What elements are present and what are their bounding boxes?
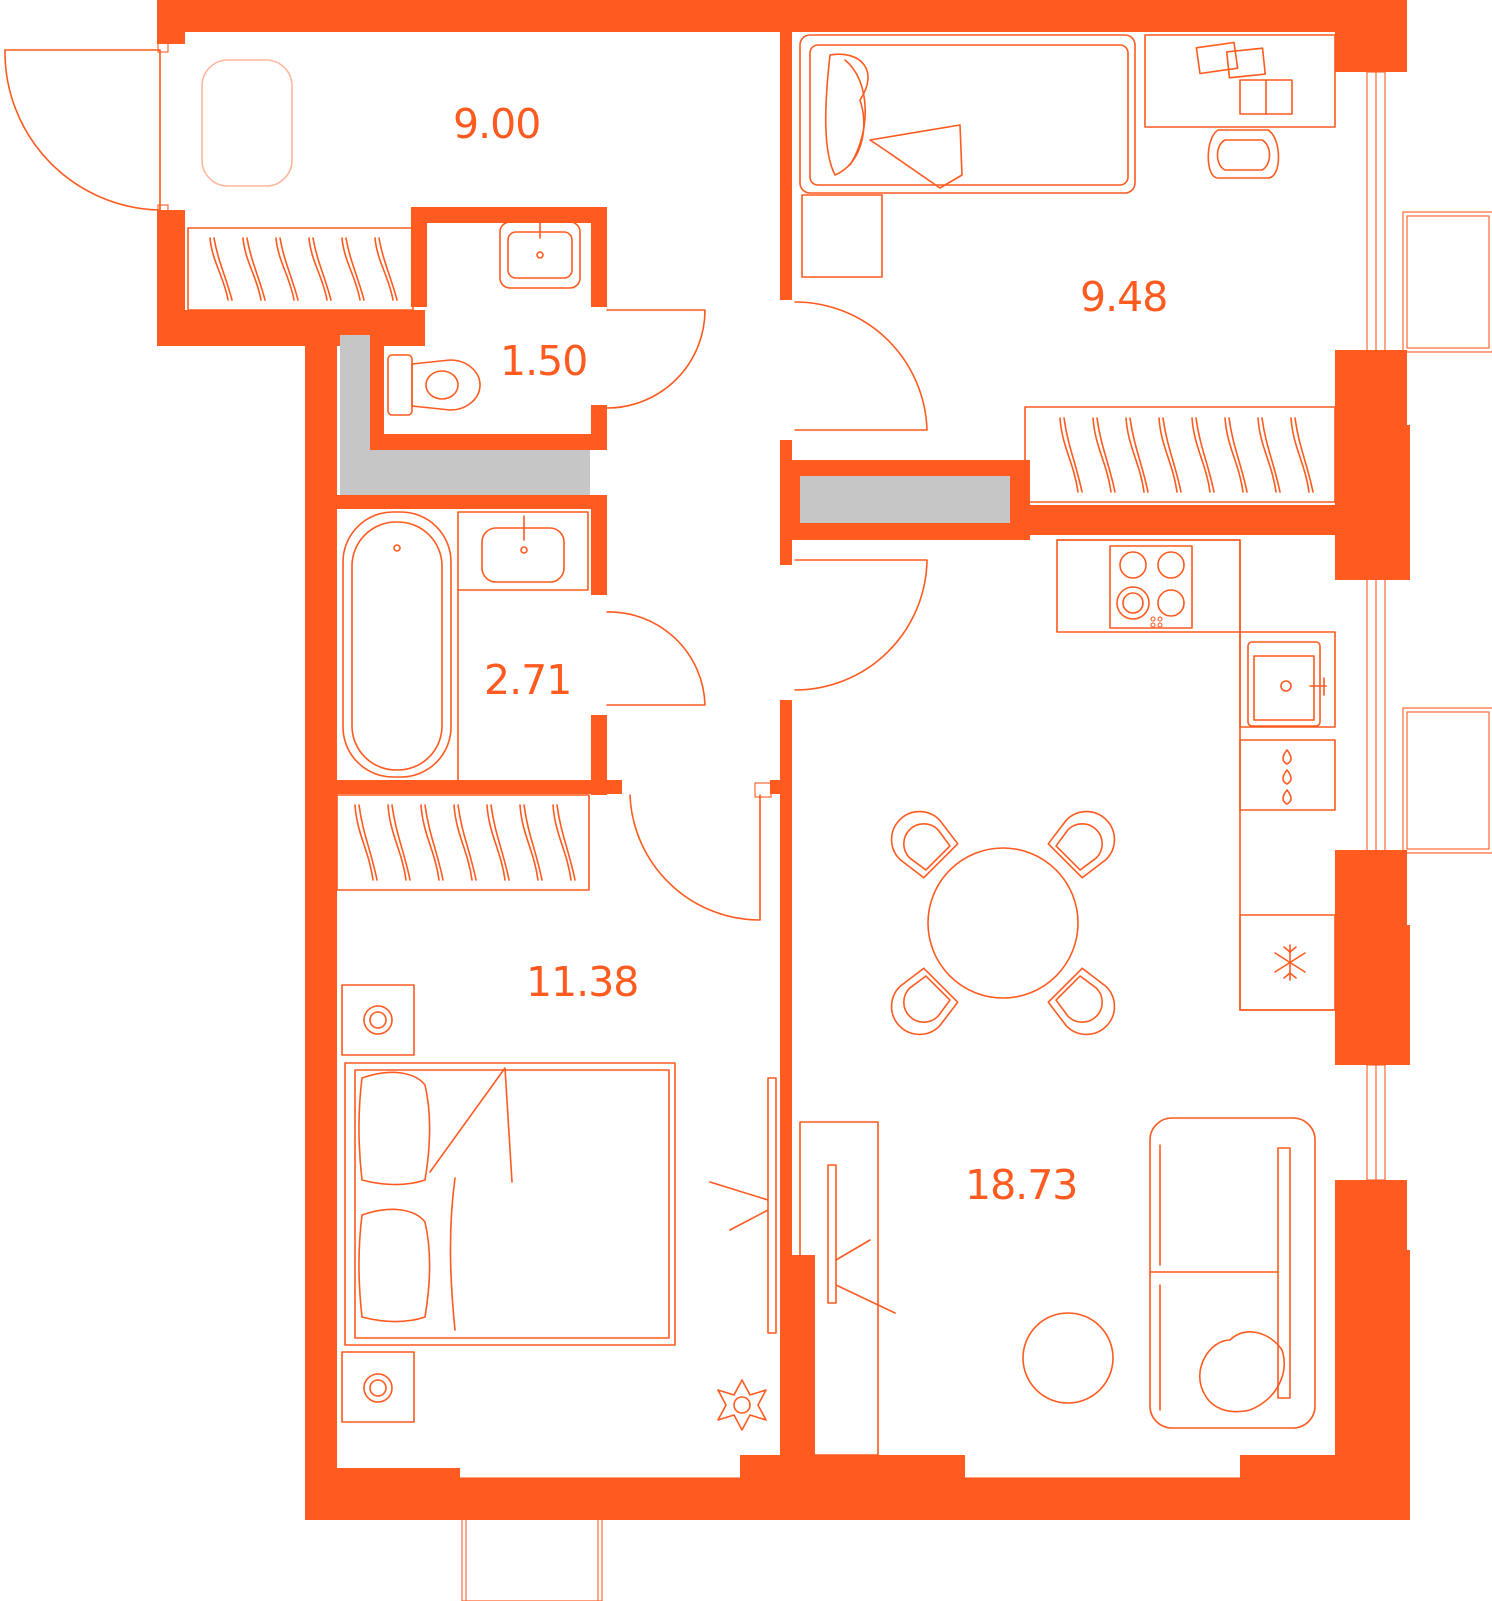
hanger bbox=[1257, 417, 1281, 493]
wardrobes bbox=[187, 227, 1336, 891]
window-bottom-2 bbox=[964, 1477, 1241, 1497]
room-area-toilet: 1.50 bbox=[500, 337, 588, 385]
windows bbox=[459, 71, 1492, 1601]
doors bbox=[606, 301, 928, 921]
snowflake-icon bbox=[1274, 944, 1306, 981]
entrance-door bbox=[4, 39, 169, 218]
toilet-fixtures bbox=[387, 221, 581, 416]
hanger bbox=[453, 804, 477, 881]
hanger bbox=[374, 237, 398, 301]
window-right-2 bbox=[1366, 571, 1492, 854]
flower-icon bbox=[717, 1379, 767, 1431]
hanger bbox=[1158, 417, 1182, 493]
kitchen-furniture bbox=[1056, 539, 1336, 1011]
hanger bbox=[275, 237, 299, 301]
wardrobe-11-38 bbox=[336, 794, 590, 891]
hanger bbox=[1125, 417, 1149, 493]
hanger bbox=[486, 804, 510, 881]
hanger bbox=[1290, 417, 1314, 493]
hanger bbox=[242, 237, 266, 301]
shaft-corridor bbox=[800, 476, 1010, 523]
wardrobe-hall bbox=[187, 227, 414, 311]
hanger bbox=[341, 237, 365, 301]
living-furniture bbox=[799, 1117, 1316, 1456]
hanger bbox=[354, 804, 378, 881]
window-right-1 bbox=[1366, 71, 1492, 353]
hangers bbox=[209, 237, 1314, 881]
bathroom-fixtures bbox=[342, 511, 589, 781]
hanger bbox=[308, 237, 332, 301]
hanger bbox=[420, 804, 444, 881]
room-area-kitchen-living: 18.73 bbox=[965, 1161, 1078, 1209]
shaft-toilet-bottom bbox=[340, 450, 590, 495]
room-area-bedroom-large: 11.38 bbox=[526, 958, 639, 1006]
window-right-3 bbox=[1366, 1064, 1386, 1181]
room-area-hallway: 9.00 bbox=[453, 100, 541, 148]
hanger bbox=[209, 237, 233, 301]
hanger bbox=[519, 804, 543, 881]
wardrobe-9-48 bbox=[1024, 406, 1336, 503]
hall-rug bbox=[201, 59, 293, 187]
hanger bbox=[1224, 417, 1248, 493]
hanger bbox=[1191, 417, 1215, 493]
bedroom-large-furniture bbox=[341, 984, 777, 1431]
hanger bbox=[387, 804, 411, 881]
hanger bbox=[1059, 417, 1083, 493]
hanger bbox=[1092, 417, 1116, 493]
room-area-bathroom: 2.71 bbox=[484, 656, 572, 704]
dining-set bbox=[890, 810, 1116, 1036]
hanger bbox=[552, 804, 576, 881]
window-bottom-1 bbox=[459, 1477, 741, 1601]
room-area-bedroom-small: 9.48 bbox=[1080, 273, 1168, 321]
bedroom-small-furniture bbox=[799, 34, 1336, 278]
